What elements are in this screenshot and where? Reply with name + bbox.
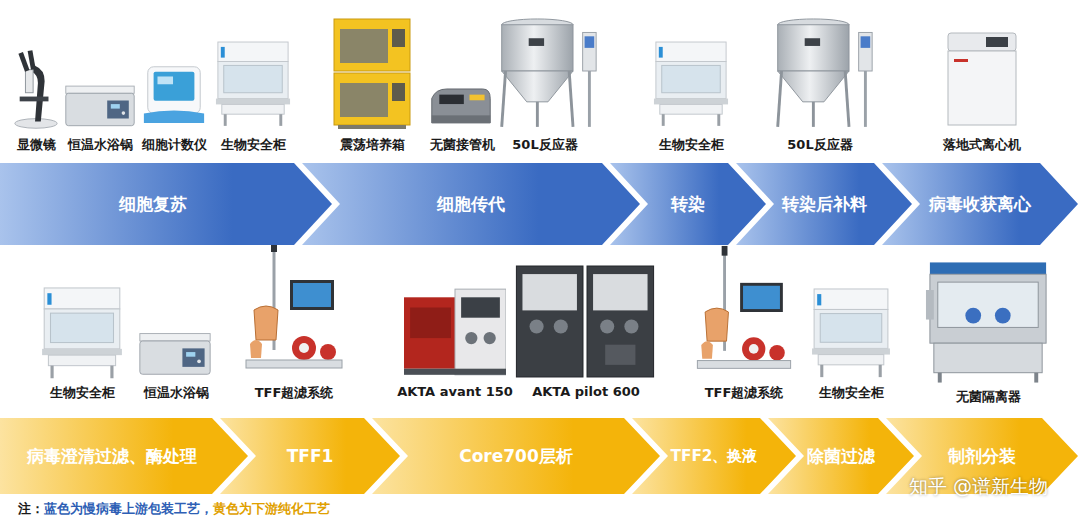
equipment-caption: 生物安全柜 <box>50 384 115 402</box>
process-chevron: 细胞传代 <box>302 163 640 245</box>
step-label: 细胞传代 <box>437 193 505 216</box>
process-chevron: 病毒收获离心 <box>882 163 1078 245</box>
microscope-icon <box>15 50 57 128</box>
upstream-equipment <box>15 19 1016 129</box>
process-chevron: Core700层析 <box>372 418 660 494</box>
biosafety-cabinet-icon <box>216 42 290 126</box>
equipment-caption: 落地式离心机 <box>943 136 1021 154</box>
equipment-caption: 显微镜 <box>17 136 56 154</box>
process-chevron: TFF1 <box>220 418 400 494</box>
cell-counter-icon <box>144 67 204 123</box>
equipment-caption: 无菌隔离器 <box>956 388 1021 406</box>
process-chevron: TFF2、换液 <box>632 418 796 494</box>
biosafety-cabinet-icon <box>812 289 890 377</box>
tff-system-icon <box>246 242 342 368</box>
isolator-icon <box>926 262 1046 382</box>
water-bath-icon <box>140 334 210 375</box>
step-label: 制剂分装 <box>948 445 1016 468</box>
step-label: 病毒澄清过滤、酶处理 <box>27 445 197 468</box>
step-label: 病毒收获离心 <box>929 193 1031 216</box>
step-label: 除菌过滤 <box>807 445 875 468</box>
equipment-caption: 恒温水浴锅 <box>144 384 209 402</box>
process-chevron: 病毒澄清过滤、酶处理 <box>0 418 248 494</box>
step-label: 转染后补料 <box>782 193 867 216</box>
equipment-caption: TFF超滤系统 <box>705 384 784 402</box>
note-text: 黄色为下游纯化工艺 <box>213 500 330 518</box>
step-label: 转染 <box>671 193 705 216</box>
centrifuge-icon <box>948 33 1016 125</box>
process-chevron: 除菌过滤 <box>768 418 914 494</box>
equipment-caption: 50L反应器 <box>512 136 577 154</box>
biosafety-cabinet-icon <box>654 42 728 126</box>
equipment-caption: AKTA pilot 600 <box>532 384 640 399</box>
step-label: 细胞复苏 <box>119 193 187 216</box>
watermark: 知乎 @谱新生物 <box>909 474 1048 500</box>
equipment-caption: 生物安全柜 <box>819 384 884 402</box>
equipment-caption: 震荡培养箱 <box>340 136 405 154</box>
reactor-icon <box>502 19 596 127</box>
process-chevron: 转染 <box>610 163 766 245</box>
equipment-caption: 生物安全柜 <box>659 136 724 154</box>
note-text: 蓝色为慢病毒上游包装工艺， <box>44 500 213 518</box>
equipment-caption: 无菌接管机 <box>430 136 495 154</box>
step-label: Core700层析 <box>459 445 573 468</box>
reactor-icon <box>778 19 872 127</box>
tube-welder-icon <box>432 89 490 123</box>
process-chevron: 细胞复苏 <box>0 163 332 245</box>
equipment-caption: 50L反应器 <box>787 136 852 154</box>
water-bath-icon <box>66 86 134 126</box>
equipment-caption: AKTA avant 150 <box>397 384 513 399</box>
equipment-caption: 生物安全柜 <box>221 136 286 154</box>
biosafety-cabinet-icon <box>42 288 122 378</box>
akta-avant-icon <box>404 289 506 375</box>
tff-system-icon <box>697 246 790 368</box>
note-text: 注： <box>18 500 44 518</box>
equipment-caption: 细胞计数仪 <box>142 136 207 154</box>
process-chevron: 转染后补料 <box>736 163 912 245</box>
downstream-equipment <box>42 242 1046 383</box>
akta-pilot-icon <box>516 266 653 377</box>
equipment-caption: TFF超滤系统 <box>255 384 334 402</box>
step-label: TFF2、换液 <box>671 446 758 467</box>
equipment-caption: 恒温水浴锅 <box>68 136 133 154</box>
shaker-incubator-icon <box>334 19 410 129</box>
step-label: TFF1 <box>287 446 334 466</box>
